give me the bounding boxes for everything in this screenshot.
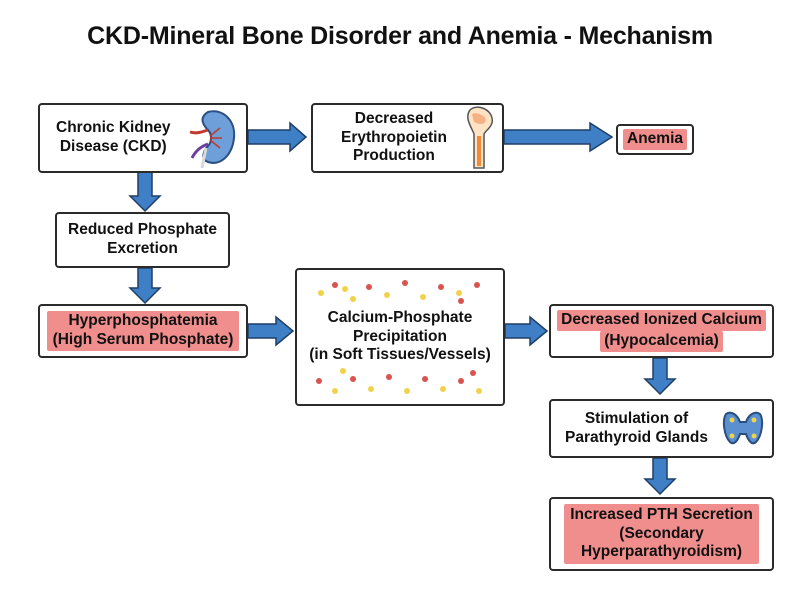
node-ckd-line-1: Chronic Kidney	[56, 119, 171, 137]
node-parathyroid-line-1: Stimulation of	[584, 409, 689, 427]
node-pth-line-3: Hyperparathyroidism)	[580, 543, 743, 561]
dot	[318, 290, 324, 296]
arrow-epo-to-anemia	[503, 121, 614, 153]
dot	[402, 280, 408, 286]
dot	[316, 378, 322, 384]
node-epo-line-2: Erythropoietin	[341, 128, 447, 146]
dot	[386, 374, 392, 380]
dot	[366, 284, 372, 290]
node-phosphate-line-1: Reduced Phosphate	[68, 221, 217, 239]
node-phosphate-excretion: Reduced Phosphate Excretion	[55, 212, 230, 268]
node-hyperphosphatemia-line-1: Hyperphosphatemia	[68, 312, 218, 330]
node-epo-line-1: Decreased	[354, 109, 434, 127]
dot	[368, 386, 374, 392]
dot	[342, 286, 348, 292]
node-anemia-label: Anemia	[623, 129, 687, 150]
node-epo-line-3: Production	[353, 147, 435, 165]
dot	[458, 298, 464, 304]
arrow-parathyroid-to-pth	[643, 457, 677, 496]
dot	[422, 376, 428, 382]
arrow-precipitation-to-hypocalcemia	[504, 315, 549, 347]
arrow-phosphate-to-hyperphosphatemia	[128, 267, 162, 305]
node-precipitation-line-1: Calcium-Phosphate	[327, 308, 473, 326]
dot	[474, 282, 480, 288]
dot	[470, 370, 476, 376]
node-pth: Increased PTH Secretion (Secondary Hyper…	[549, 497, 774, 571]
dot	[440, 386, 446, 392]
parathyroid-gland-icon	[722, 411, 764, 445]
dot	[350, 376, 356, 382]
node-hyperphosphatemia: Hyperphosphatemia (High Serum Phosphate)	[38, 304, 248, 358]
dot	[438, 284, 444, 290]
dot	[332, 282, 338, 288]
dot	[340, 368, 346, 374]
dot	[476, 388, 482, 394]
node-hypocalcemia-line-2: (Hypocalcemia)	[600, 331, 723, 352]
node-hypocalcemia-line-1: Decreased Ionized Calcium	[557, 310, 766, 331]
node-parathyroid-line-2: Parathyroid Glands	[565, 428, 708, 446]
node-ckd-line-2: Disease (CKD)	[59, 138, 167, 155]
dot	[384, 292, 390, 298]
arrow-ckd-to-phosphate	[128, 171, 162, 213]
node-precipitation: Calcium-Phosphate Precipitation (in Soft…	[295, 268, 505, 406]
dot	[458, 378, 464, 384]
dot	[456, 290, 462, 296]
node-phosphate-line-2: Excretion	[107, 240, 178, 257]
kidney-icon	[189, 110, 236, 168]
node-anemia: Anemia	[616, 124, 694, 155]
node-hyperphosphatemia-line-2: (High Serum Phosphate)	[52, 331, 234, 348]
node-precipitation-line-2: Precipitation	[353, 327, 447, 345]
page-title: CKD-Mineral Bone Disorder and Anemia - M…	[87, 22, 713, 50]
node-pth-line-1: Increased PTH Secretion	[570, 505, 753, 523]
arrow-ckd-to-epo	[247, 121, 308, 153]
node-precipitation-line-3: (in Soft Tissues/Vessels)	[309, 346, 491, 364]
node-pth-line-2: (Secondary	[619, 524, 704, 542]
bone-icon	[467, 106, 494, 169]
dot	[332, 388, 338, 394]
dot	[420, 294, 426, 300]
dot	[350, 296, 356, 302]
arrow-hyperphosphatemia-to-precipitation	[247, 315, 295, 347]
node-hypocalcemia: Decreased Ionized Calcium (Hypocalcemia)	[549, 304, 774, 358]
dot	[404, 388, 410, 394]
arrow-hypocalcemia-to-parathyroid	[643, 357, 677, 396]
